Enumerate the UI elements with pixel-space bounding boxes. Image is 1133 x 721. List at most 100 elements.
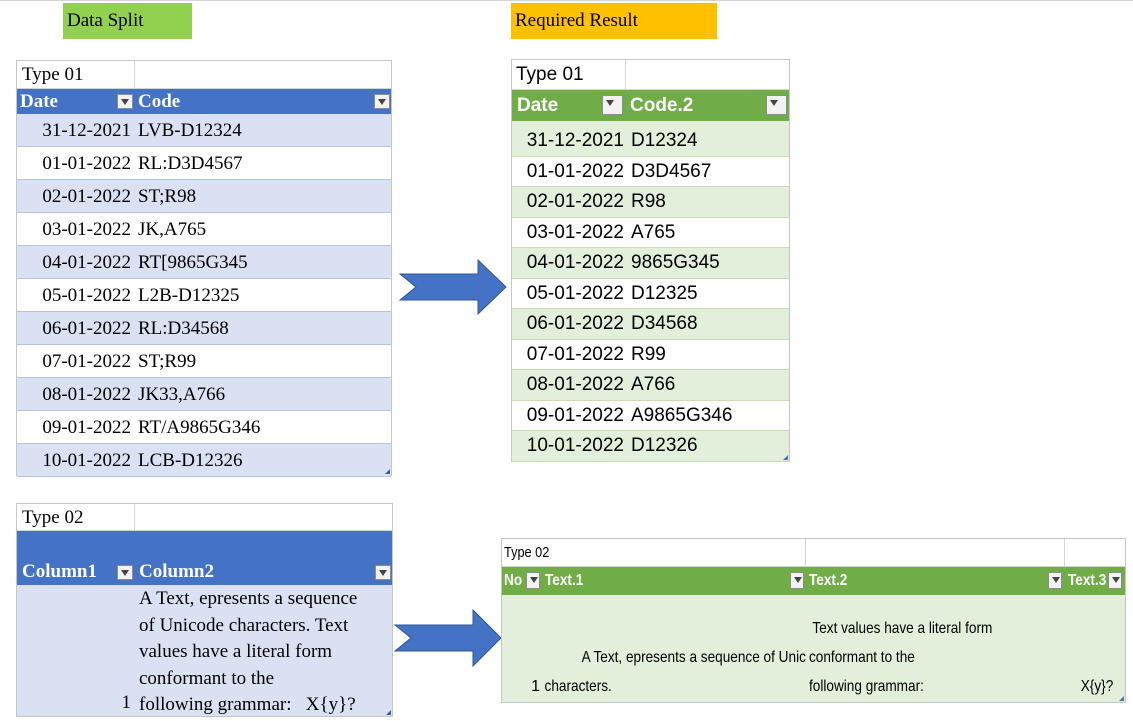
table-row: 1 A Text, epresents a sequence of Unicode… — [17, 585, 392, 716]
cell-date[interactable]: 07-01-2022 — [526, 343, 624, 365]
cell-date[interactable]: 31-12-2021 — [42, 120, 131, 141]
cell-column2[interactable]: A Text, epresents a sequence of Unicode c… — [135, 585, 392, 716]
filter-dropdown-code-button[interactable] — [374, 94, 390, 109]
cell-code2[interactable]: D12324 — [631, 130, 698, 151]
cell-date[interactable]: 08-01-2022 — [42, 384, 131, 405]
cell-code[interactable]: RT[9865G345 — [138, 252, 248, 273]
cell-text-line: A Text, epresents a sequence of Unicode — [581, 649, 806, 666]
filter-dropdown-date-button[interactable] — [602, 95, 623, 115]
right-arrow-icon — [398, 258, 507, 316]
cell-date[interactable]: 05-01-2022 — [42, 285, 131, 306]
cell-code[interactable]: RL:D34568 — [138, 318, 229, 339]
filter-dropdown-text3-button[interactable] — [1108, 572, 1122, 589]
table-type01-result: Type 01 Date Code.2 31-12-2021 D12324 01-0… — [511, 59, 790, 462]
cell-no-value: 1 — [531, 678, 540, 695]
filter-dropdown-code2-button[interactable] — [766, 95, 787, 115]
cell-date[interactable]: 01-01-2022 — [526, 160, 624, 182]
column-header-code-label: Code — [138, 91, 181, 112]
table-caption: Type 01 — [512, 60, 626, 89]
cell-code[interactable]: LCB-D12326 — [138, 450, 243, 471]
cell-code2[interactable]: A9865G346 — [631, 404, 733, 426]
cell-date[interactable]: 10-01-2022 — [42, 450, 131, 471]
cell-code2[interactable]: D34568 — [631, 313, 698, 334]
column-header-no[interactable]: No — [502, 567, 542, 595]
cell-text3[interactable]: X{y}? — [1065, 595, 1127, 702]
column-header-text3-label: Text.3 — [1068, 572, 1107, 589]
cell-date[interactable]: 07-01-2022 — [42, 351, 131, 372]
table-header-row: No Text.1 Text.2 Text.3 — [502, 567, 1125, 595]
cell-code[interactable]: L2B-D12325 — [138, 285, 240, 306]
cell-code2[interactable]: D3D4567 — [631, 160, 712, 182]
cell-text3-value: X{y}? — [1080, 678, 1113, 695]
required-result-label: Required Result — [515, 10, 638, 31]
table-caption-row: Type 02 — [17, 504, 392, 531]
column-header-date[interactable]: Date — [512, 90, 626, 121]
cell-date[interactable]: 10-01-2022 — [526, 435, 624, 456]
cell-date[interactable]: 03-01-2022 — [42, 219, 131, 240]
cell-date[interactable]: 06-01-2022 — [42, 318, 131, 339]
cell-text-line: of Unicode characters. Text — [139, 614, 349, 636]
cell-date[interactable]: 08-01-2022 — [526, 374, 624, 395]
cell-text-line: Text values have a literal form — [812, 620, 993, 637]
filter-dropdown-column1-button[interactable] — [117, 565, 133, 580]
filter-dropdown-text2-button[interactable] — [1048, 572, 1062, 589]
cell-date[interactable]: 04-01-2022 — [526, 252, 624, 273]
table-resize-handle[interactable] — [1119, 696, 1124, 701]
cell-code2[interactable]: R98 — [631, 191, 666, 212]
filter-dropdown-text1-button[interactable] — [790, 572, 804, 589]
table-row: 03-01-2022 A765 — [512, 217, 789, 248]
cell-date[interactable]: 01-01-2022 — [42, 153, 131, 174]
cell-code[interactable]: RT/A9865G346 — [138, 417, 261, 438]
filter-dropdown-column2-button[interactable] — [375, 565, 391, 580]
cell-text-line: A Text, epresents a sequence — [139, 588, 358, 609]
column-header-column1[interactable]: Column1 — [17, 558, 135, 585]
column-header-code2[interactable]: Code.2 — [626, 90, 789, 121]
column-header-code[interactable]: Code — [135, 89, 391, 114]
table-row: 10-01-2022 LCB-D12326 — [17, 444, 391, 477]
cell-date[interactable]: 06-01-2022 — [526, 313, 624, 334]
cell-date[interactable]: 05-01-2022 — [526, 282, 624, 304]
table-row: 06-01-2022 RL:D34568 — [17, 312, 391, 345]
table-row: 10-01-2022 D12326 — [512, 431, 789, 462]
sheet-top-gridline — [0, 0, 1133, 1]
column-header-text3[interactable]: Text.3 — [1065, 567, 1127, 595]
filter-dropdown-no-button[interactable] — [526, 572, 540, 589]
cell-code2[interactable]: A765 — [631, 221, 676, 243]
cell-code[interactable]: JK33,A766 — [138, 384, 226, 405]
cell-column1[interactable]: 1 — [17, 585, 135, 716]
cell-code2[interactable]: R99 — [631, 343, 666, 365]
table-row: 02-01-2022 R98 — [512, 187, 789, 218]
cell-code2[interactable]: D12326 — [631, 435, 698, 456]
filter-dropdown-date-button[interactable] — [117, 94, 133, 109]
cell-code[interactable]: LVB-D12324 — [138, 120, 242, 141]
cell-text-line: values have a literal form — [139, 641, 333, 662]
cell-no[interactable]: 1 — [502, 595, 542, 702]
column-header-column2[interactable]: Column2 — [135, 558, 392, 585]
cell-code[interactable]: ST;R99 — [138, 351, 197, 372]
column-header-text2[interactable]: Text.2 — [806, 567, 1065, 595]
cell-code2[interactable]: D12325 — [631, 282, 698, 304]
cell-code[interactable]: ST;R98 — [138, 186, 197, 207]
table-resize-handle[interactable] — [386, 710, 391, 715]
column-header-text1[interactable]: Text.1 — [542, 567, 806, 595]
cell-date[interactable]: 31-12-2021 — [526, 130, 624, 151]
table-resize-handle[interactable] — [385, 469, 390, 474]
cell-code2[interactable]: 9865G345 — [631, 252, 720, 273]
column-header-date-label: Date — [517, 95, 559, 116]
cell-code[interactable]: JK,A765 — [138, 219, 207, 240]
cell-code2[interactable]: A766 — [631, 374, 676, 395]
cell-date[interactable]: 09-01-2022 — [526, 404, 624, 426]
cell-date[interactable]: 09-01-2022 — [42, 417, 131, 438]
table-resize-handle[interactable] — [783, 455, 788, 460]
cell-date[interactable]: 02-01-2022 — [42, 186, 131, 207]
cell-date[interactable]: 04-01-2022 — [42, 252, 131, 273]
column-header-date[interactable]: Date — [17, 89, 135, 114]
cell-date[interactable]: 02-01-2022 — [526, 191, 624, 212]
empty-cell — [806, 539, 1065, 566]
cell-code[interactable]: RL:D3D4567 — [138, 153, 243, 174]
cell-date[interactable]: 03-01-2022 — [526, 221, 624, 243]
table-row: 04-01-2022 RT[9865G345 — [17, 246, 391, 279]
